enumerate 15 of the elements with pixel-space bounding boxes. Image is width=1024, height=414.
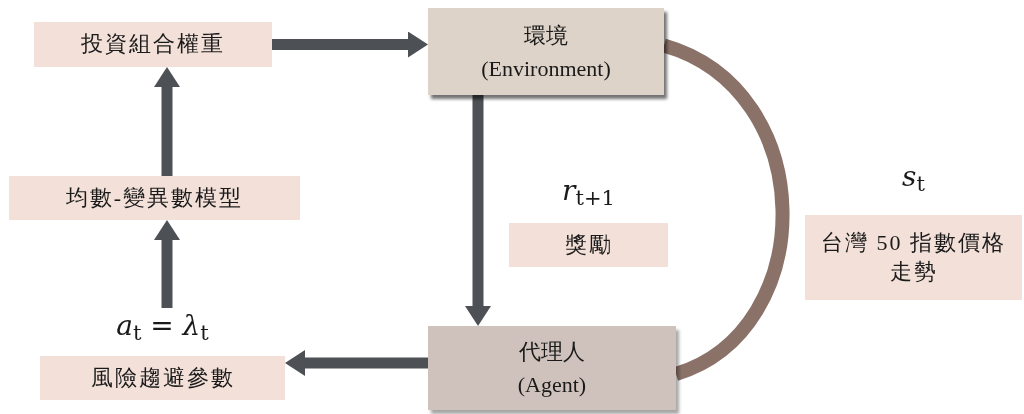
label-box: 台灣 50 指數價格走勢 xyxy=(805,215,1022,300)
process-box: 代理人 (Agent) xyxy=(428,326,676,410)
math-label: a$_{t}$ = λ$_{t}$ xyxy=(116,312,209,340)
math-label: s$_{t}$ xyxy=(902,163,925,191)
math-label: r$_{t+1}$ xyxy=(562,177,615,205)
arrow xyxy=(154,67,180,176)
label-box: 獎勵 xyxy=(509,223,668,267)
label-box: 均數-變異數模型 xyxy=(9,176,300,220)
label-box: 投資組合權重 xyxy=(34,22,272,67)
arrow xyxy=(272,31,428,58)
arrow xyxy=(285,350,428,376)
arrow xyxy=(465,95,491,326)
process-box: 環境 (Environment) xyxy=(428,8,664,95)
label-box: 風險趨避參數 xyxy=(40,356,285,400)
arrow xyxy=(154,220,180,308)
